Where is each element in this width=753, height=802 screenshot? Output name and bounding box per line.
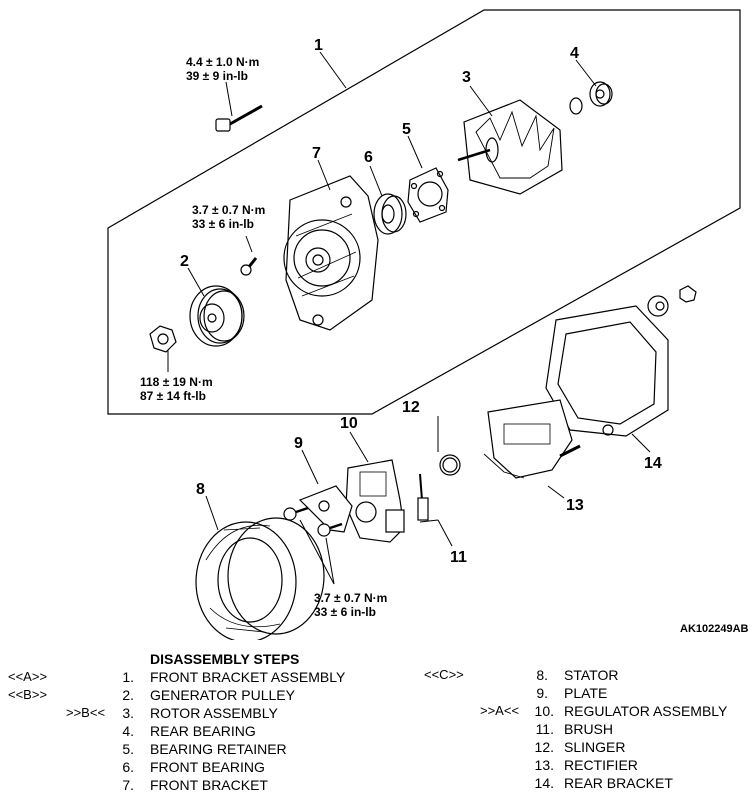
step-tag: <<A>>	[8, 669, 48, 684]
exploded-view-diagram: 1 2 3 4 5 6 7 8 9 10 11 12 13 14 4.4 ± 1…	[107, 9, 749, 640]
callout-1: 1	[314, 37, 323, 54]
callout-12: 12	[402, 399, 420, 416]
step-number: 12.	[534, 739, 554, 755]
bearing-retainer	[407, 167, 449, 223]
callout-10: 10	[340, 415, 358, 432]
step-number: 2.	[122, 687, 134, 703]
step-label: BEARING RETAINER	[150, 741, 287, 757]
step-number: 13.	[534, 757, 554, 773]
disassembly-steps: DISASSEMBLY STEPS <<A>> 1. FRONT BRACKET…	[0, 648, 753, 802]
rotor-assembly	[457, 99, 563, 195]
rear-bracket-hardware	[647, 285, 697, 317]
callout-9: 9	[294, 435, 303, 452]
stator	[195, 517, 325, 640]
step-tag: <<B>>	[8, 687, 48, 702]
callout-13: 13	[566, 497, 584, 514]
leader-lines	[167, 51, 651, 585]
callout-14: 14	[644, 455, 662, 472]
step-label: PLATE	[564, 685, 608, 701]
through-bolt	[215, 104, 263, 132]
torque-lower-line2: 33 ± 6 in-lb	[314, 605, 376, 619]
step-number: 14.	[534, 775, 554, 791]
step-number: 4.	[122, 723, 134, 739]
torque-screw-line1: 3.7 ± 0.7 N·m	[192, 203, 265, 217]
rear-bearing	[569, 81, 613, 115]
rear-bracket	[545, 305, 669, 437]
callout-4: 4	[570, 45, 579, 62]
step-label: FRONT BRACKET ASSEMBLY	[150, 669, 346, 685]
callout-8: 8	[196, 481, 205, 498]
torque-bolt-line2: 39 ± 9 in-lb	[186, 69, 248, 83]
front-bracket	[283, 175, 379, 331]
screws-lower	[283, 506, 343, 537]
torque-nut-line2: 87 ± 14 ft-lb	[140, 389, 206, 403]
step-tag: >>A<<	[480, 703, 520, 718]
callout-5: 5	[402, 121, 411, 138]
pulley-nut	[149, 325, 177, 353]
step-label: SLINGER	[564, 739, 626, 755]
assembly-boundary	[107, 9, 741, 415]
slinger	[439, 454, 461, 476]
screw-mid	[240, 257, 258, 276]
step-number: 3.	[122, 705, 134, 721]
figure-id: AK102249AB	[680, 623, 749, 635]
regulator-assembly	[345, 459, 405, 543]
callout-3: 3	[462, 69, 471, 86]
step-number: 8.	[536, 667, 548, 683]
callout-7: 7	[312, 145, 321, 162]
step-label: ROTOR ASSEMBLY	[150, 705, 278, 721]
step-label: REAR BEARING	[150, 723, 256, 739]
step-tag: >>B<<	[66, 705, 106, 720]
step-label: BRUSH	[564, 721, 614, 737]
step-number: 1.	[122, 669, 134, 685]
step-number: 11.	[535, 721, 554, 737]
step-number: 6.	[122, 759, 134, 775]
step-label: GENERATOR PULLEY	[150, 687, 295, 703]
step-label: RECTIFIER	[564, 757, 638, 773]
step-tag: <<C>>	[424, 667, 464, 682]
step-number: 9.	[536, 685, 548, 701]
step-label: FRONT BRACKET	[150, 777, 268, 793]
torque-lower-line1: 3.7 ± 0.7 N·m	[314, 591, 387, 605]
step-label: REAR BRACKET	[564, 775, 673, 791]
torque-screw-line2: 33 ± 6 in-lb	[192, 217, 254, 231]
front-bearing	[373, 193, 407, 235]
step-number: 10.	[534, 703, 554, 719]
torque-nut-line1: 118 ± 19 N·m	[140, 375, 213, 389]
step-label: FRONT BEARING	[150, 759, 265, 775]
step-number: 7.	[122, 777, 134, 793]
step-number: 5.	[122, 741, 134, 757]
callout-2: 2	[180, 253, 189, 270]
steps-title: DISASSEMBLY STEPS	[150, 651, 300, 667]
step-label: REGULATOR ASSEMBLY	[564, 703, 728, 719]
rectifier	[483, 399, 581, 479]
generator-pulley	[189, 285, 245, 347]
torque-bolt-line1: 4.4 ± 1.0 N·m	[186, 55, 259, 69]
step-label: STATOR	[564, 667, 619, 683]
callout-11: 11	[450, 549, 467, 566]
brush	[417, 473, 429, 521]
callout-6: 6	[364, 149, 373, 166]
